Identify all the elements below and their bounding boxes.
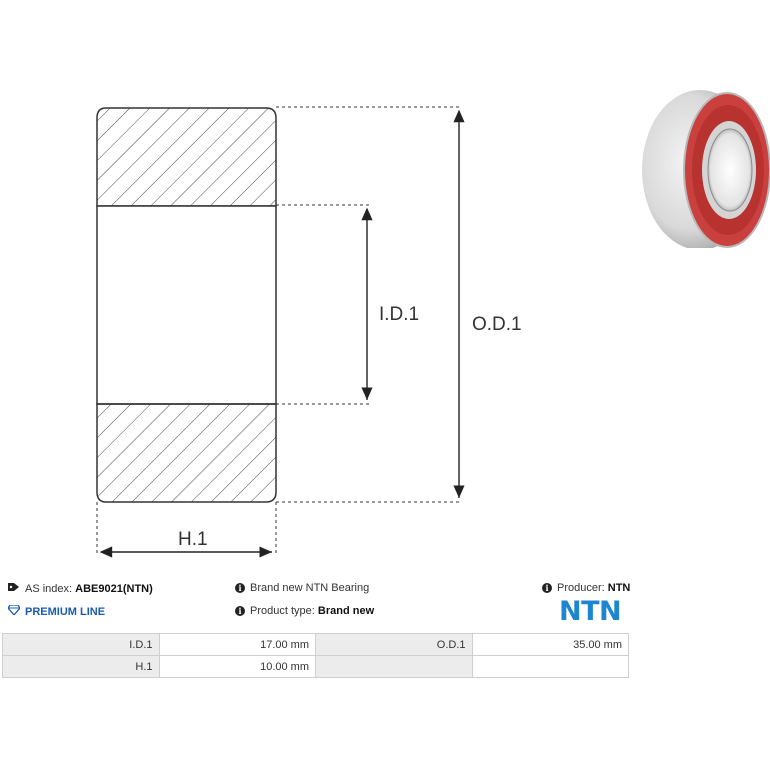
dimension-label-id: I.D.1 [379,304,419,325]
ntn-logo: NTN [559,596,622,627]
spec-label: O.D.1 [315,633,473,656]
extension-lines [96,106,462,556]
info-icon: i [542,583,552,593]
as-index-line: AS index: ABE9021(NTN) [8,582,153,595]
bearing-cross-section [96,107,277,503]
producer-line: i Producer: NTN [542,582,630,594]
spec-value: 35.00 mm [471,633,629,656]
spec-label: H.1 [2,655,160,678]
spec-label: I.D.1 [2,633,160,656]
brand-new-line: i Brand new NTN Bearing [235,582,369,594]
specs-table: I.D.1 17.00 mm O.D.1 35.00 mm H.1 10.00 … [2,633,629,678]
producer-prefix: Producer: [557,582,605,594]
spec-value: 10.00 mm [158,655,316,678]
dimension-label-h: H.1 [178,529,208,550]
product-type-prefix: Product type: [250,605,315,617]
info-icon: i [235,606,245,616]
as-index-value: ABE9021(NTN) [75,582,153,595]
dimension-label-od: O.D.1 [472,314,522,335]
brand-new-text: Brand new NTN Bearing [250,582,370,594]
as-index-prefix: AS index: [25,582,73,595]
table-row: I.D.1 17.00 mm O.D.1 35.00 mm [2,633,629,656]
premium-line-label: PREMIUM LINE [25,605,106,618]
table-row: H.1 10.00 mm [2,655,629,678]
spec-value [471,655,629,678]
product-type-value: Brand new [317,605,375,617]
spec-value: 17.00 mm [158,633,316,656]
info-icon: i [235,583,245,593]
premium-line-badge: PREMIUM LINE [7,604,106,618]
product-type-line: i Product type: Brand new [235,605,374,617]
producer-value: NTN [607,582,631,594]
tag-icon [8,582,20,595]
diamond-icon [7,604,21,618]
spec-label [315,655,473,678]
bearing-technical-drawing: I.D.1 O.D.1 H.1 [96,90,770,558]
bearing-photo [642,90,770,248]
dimension-arrows [99,109,465,558]
